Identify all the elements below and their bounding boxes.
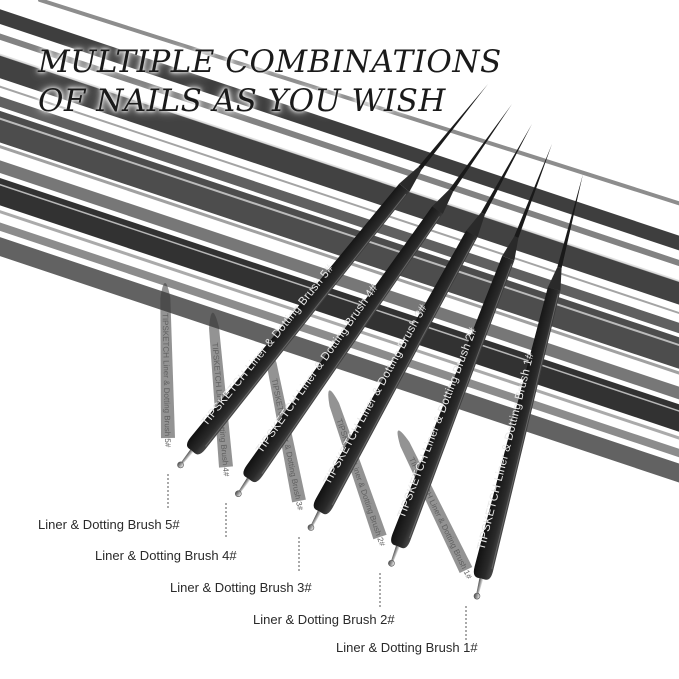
- streak: [0, 96, 679, 334]
- handle: [243, 206, 443, 483]
- dotting-ball: [473, 592, 481, 600]
- dotting-ball: [234, 490, 242, 498]
- streak-highlight: [0, 53, 679, 283]
- bristle-tip: [514, 144, 552, 238]
- ferrule: [399, 167, 422, 192]
- headline-line-2: OF NAILS AS YOU WISH: [38, 83, 446, 119]
- callout-label-brush-3: Liner & Dotting Brush 3#: [170, 580, 312, 595]
- dotting-rod: [238, 477, 251, 493]
- callout-label-brush-4: Liner & Dotting Brush 4#: [95, 548, 237, 563]
- streak: [0, 9, 679, 251]
- streak: [0, 177, 679, 432]
- dotting-ball: [388, 559, 395, 567]
- ferrule: [432, 189, 454, 214]
- bristle-tip: [418, 84, 488, 170]
- streak: [0, 55, 679, 305]
- handle: [313, 230, 478, 515]
- ferrule: [502, 236, 519, 261]
- streak: [0, 85, 679, 315]
- headline-line-1: MULTIPLE COMBINATIONS: [38, 44, 502, 80]
- bristle-tip: [557, 174, 583, 269]
- dotting-rod: [391, 545, 400, 562]
- dotting-ball: [177, 461, 184, 469]
- ferrule: [547, 267, 562, 291]
- dotting-rod: [310, 510, 322, 527]
- callout-label-brush-1: Liner & Dotting Brush 1#: [336, 640, 478, 655]
- dotting-ball: [307, 524, 315, 531]
- reflective-streaks: [0, 0, 679, 483]
- dotting-rod: [180, 449, 194, 465]
- bristle-tip: [449, 104, 512, 192]
- callout-label-brush-2: Liner & Dotting Brush 2#: [253, 612, 395, 627]
- callout-leaders: [167, 474, 467, 640]
- streak: [0, 160, 679, 400]
- dotting-rod: [476, 578, 484, 595]
- handle: [186, 183, 410, 455]
- handle: [473, 287, 561, 580]
- streak: [38, 0, 679, 206]
- streak-highlight: [0, 117, 679, 347]
- handle: [391, 255, 515, 549]
- streak: [0, 33, 679, 267]
- bristle-tip: [481, 124, 532, 215]
- callout-label-brush-5: Liner & Dotting Brush 5#: [38, 517, 180, 532]
- brush-reflection: TIPSKETCH Liner & Dotting Brush 5#: [160, 283, 175, 448]
- streak: [0, 110, 679, 369]
- streak-highlight: [0, 183, 679, 412]
- ferrule: [466, 212, 485, 238]
- streak: [0, 210, 679, 440]
- reflection-imprint: TIPSKETCH Liner & Dotting Brush 5#: [161, 313, 173, 448]
